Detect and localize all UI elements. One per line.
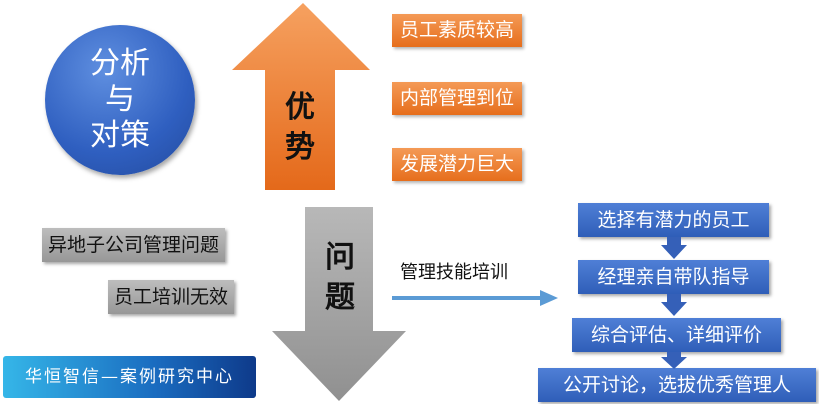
problems-label: 问题: [325, 240, 355, 315]
step-down-arrow: [661, 352, 687, 369]
circle-line: 分析: [90, 46, 150, 81]
strength-item: 发展潜力巨大: [392, 148, 523, 181]
problems-down-arrow: [272, 207, 406, 401]
solution-step: 公开讨论，选拔优秀管理人: [538, 368, 816, 402]
logo-banner: 华恒智信—案例研究中心: [3, 356, 256, 398]
solution-step: 经理亲自带队指导: [578, 260, 769, 294]
solution-step: 综合评估、详细评价: [572, 318, 781, 352]
strength-item: 内部管理到位: [392, 82, 523, 115]
solution-label: 管理技能培训: [400, 262, 508, 283]
strengths-up-arrow: [232, 3, 370, 190]
strengths-label: 优势: [285, 90, 315, 165]
step-down-arrow: [661, 237, 687, 259]
step-down-arrow: [661, 294, 687, 316]
solution-step: 选择有潜力的员工: [578, 203, 769, 237]
solution-right-arrow: [392, 290, 558, 306]
problem-item: 异地子公司管理问题: [42, 228, 226, 262]
problem-item: 员工培训无效: [108, 280, 235, 314]
strength-item: 员工素质较高: [392, 14, 523, 47]
circle-line: 对策: [90, 118, 150, 153]
circle-line: 与: [105, 82, 135, 117]
analysis-circle: 分析 与 对策: [45, 25, 195, 175]
